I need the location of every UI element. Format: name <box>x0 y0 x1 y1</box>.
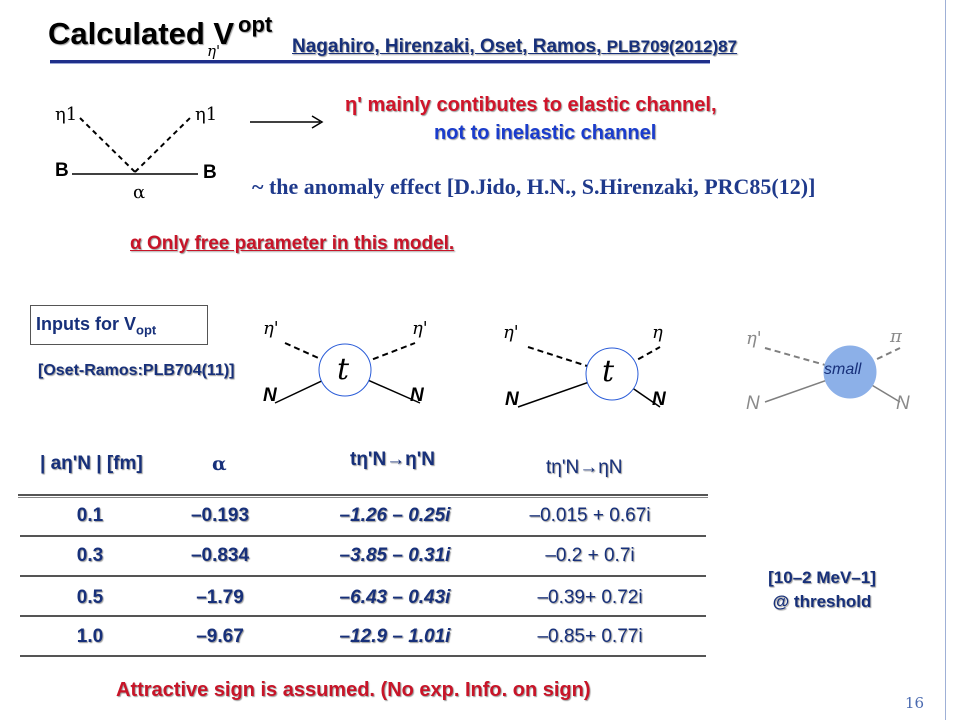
eta-left-line <box>79 117 136 173</box>
table-row-4-t1: –12.9 – 1.01i <box>339 626 451 647</box>
d2-center-label: t <box>337 352 350 387</box>
table-row-3-a: 0.5 <box>76 587 104 608</box>
d3-center-label: t <box>602 354 615 389</box>
header-t-elastic: tη'N→η'N <box>350 449 436 470</box>
table-rule-top <box>18 494 708 496</box>
units-line2: @ threshold <box>772 592 872 611</box>
table-rule-3 <box>20 615 706 617</box>
free-parameter-note: α Only free parameter in this model. <box>130 233 455 254</box>
d2-top-left: η' <box>263 318 279 339</box>
title-superscript: opt <box>238 12 273 37</box>
baryon-right-label: B <box>203 162 217 183</box>
right-edge-rule <box>945 0 946 720</box>
slide-title: Calculated V <box>48 16 235 51</box>
d4-top-left: η' <box>746 328 762 349</box>
d4-bottom-left: N <box>746 393 760 414</box>
d3-top-left: η' <box>503 322 519 343</box>
arrow-right-icon <box>250 115 324 129</box>
anomaly-reference: ~ the anomaly effect [D.Jido, H.N., S.Hi… <box>252 174 816 199</box>
d4-top-right: π <box>890 326 902 347</box>
eta-right-line <box>134 117 191 173</box>
header-t-inelastic: tη'N→ηN <box>546 457 623 478</box>
table-row-3-t1: –6.43 – 0.43i <box>339 587 451 608</box>
table-row-1-alpha: –0.193 <box>190 505 250 526</box>
header-scattering-length: | aη'N | [fm] <box>40 453 143 474</box>
d2-bottom-right: N <box>410 385 424 406</box>
footer-note: Attractive sign is assumed. (No exp. Inf… <box>116 679 591 701</box>
citation: Nagahiro, Hirenzaki, Oset, Ramos, PLB709… <box>292 36 738 57</box>
header-alpha: α <box>212 453 227 475</box>
table-rule-bottom <box>20 655 706 657</box>
d3-bottom-left: N <box>505 389 519 410</box>
d4-center-label: small <box>824 361 862 378</box>
table-row-3-alpha: –1.79 <box>196 587 244 608</box>
table-row-2-t1: –3.85 – 0.31i <box>339 545 451 566</box>
title-underline <box>50 60 710 63</box>
table-row-4-a: 1.0 <box>76 626 104 647</box>
table-row-4-t2: –0.85+ 0.77i <box>537 626 643 647</box>
table-rule-top-inner <box>18 497 708 498</box>
d2-top-right: η' <box>412 318 428 339</box>
table-row-1-t1: –1.26 – 0.25i <box>339 505 451 526</box>
title-subscript: η' <box>207 42 221 60</box>
table-row-2-a: 0.3 <box>76 545 104 566</box>
d3-bottom-right: N <box>652 389 666 410</box>
table-row-2-t2: –0.2 + 0.7i <box>545 545 635 566</box>
contact-vertex-diagram <box>72 117 198 175</box>
table-row-3-t2: –0.39+ 0.72i <box>537 587 643 608</box>
t-matrix-diagram-elastic <box>274 342 421 404</box>
table-row-4-alpha: –9.67 <box>196 626 244 647</box>
baryon-left-label: B <box>55 160 69 181</box>
inputs-box <box>30 305 208 345</box>
title-underline-shadow <box>50 63 710 64</box>
statement-line1: η' mainly contibutes to elastic channel, <box>345 94 717 116</box>
statement-line2: not to inelastic channel <box>434 122 657 144</box>
alpha-label: α <box>133 182 146 203</box>
eta-left-label: η1 <box>55 104 78 125</box>
d3-top-right: η <box>652 322 663 343</box>
table-row-1-t2: –0.015 + 0.67i <box>529 505 651 526</box>
d4-bottom-right: N <box>896 393 910 414</box>
page-number: 16 <box>905 694 925 712</box>
table-rule-2 <box>20 575 706 577</box>
inputs-label: Inputs for Vopt <box>36 314 157 338</box>
table-row-1-a: 0.1 <box>76 505 104 526</box>
eta-right-label: η1 <box>195 104 218 125</box>
small-amplitude-diagram <box>764 345 901 403</box>
oset-ramos-reference: [Oset-Ramos:PLB704(11)] <box>38 362 235 379</box>
table-row-2-alpha: –0.834 <box>190 545 250 566</box>
d2-bottom-left: N <box>263 385 277 406</box>
t-matrix-diagram-inelastic <box>517 346 661 408</box>
units-line1: [10–2 MeV–1] <box>768 568 876 587</box>
table-rule-1 <box>20 535 706 537</box>
